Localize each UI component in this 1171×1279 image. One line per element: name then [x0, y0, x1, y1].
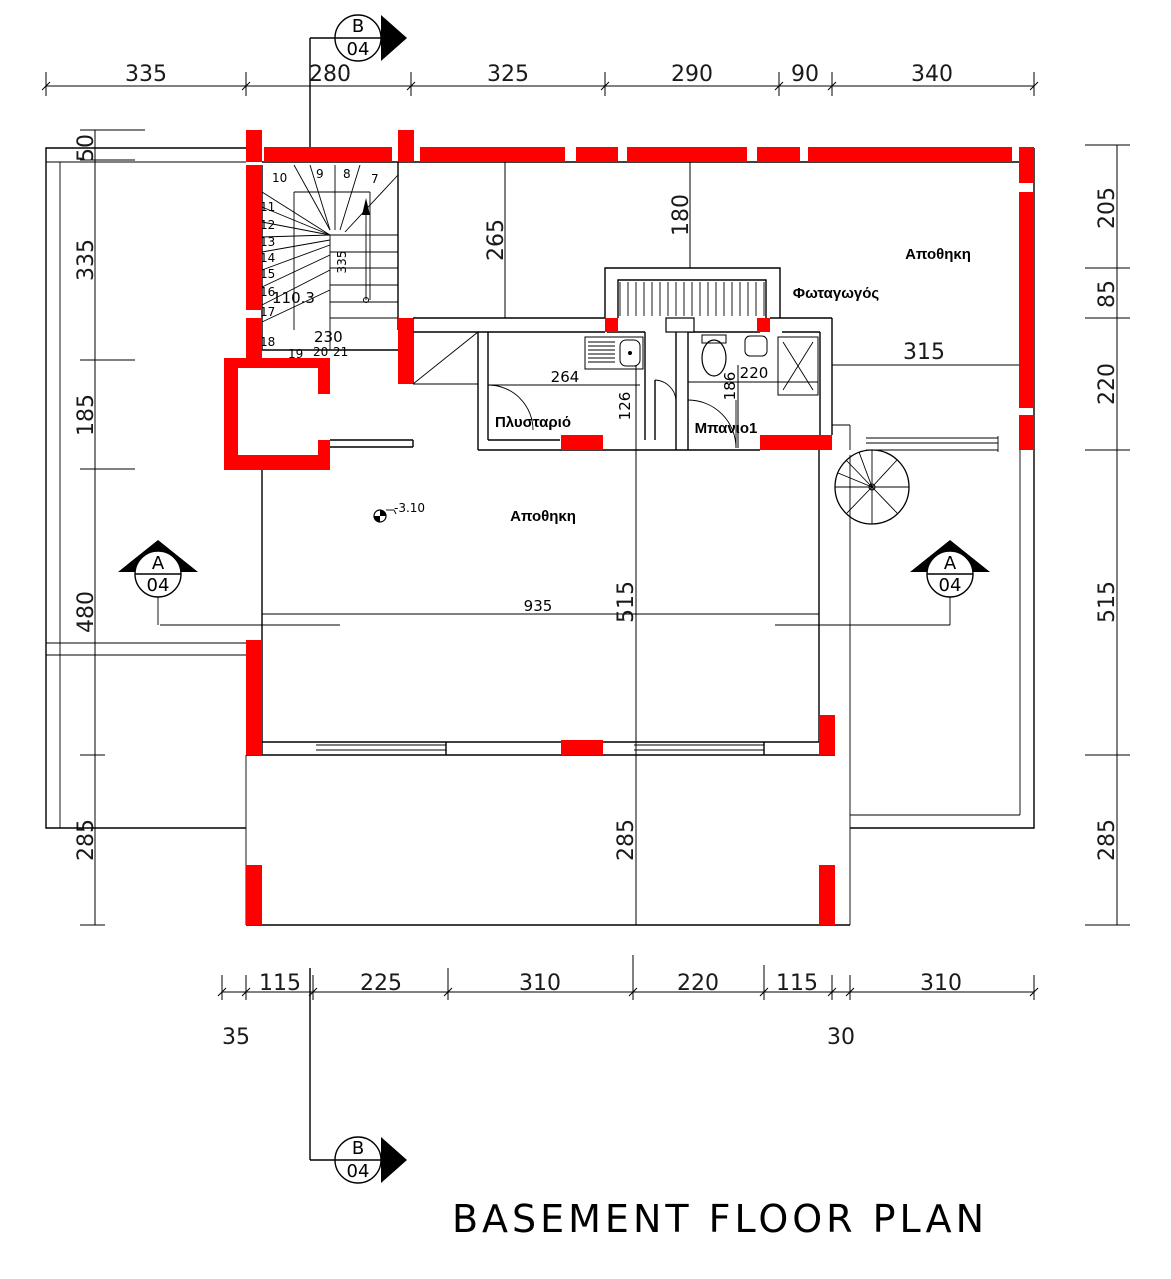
room-storage-top: Αποθηκη	[905, 246, 971, 263]
marker-b-top-sheet: 04	[347, 39, 370, 60]
door-swings	[487, 379, 737, 449]
right-dim-4: 515	[1095, 581, 1120, 623]
stair-num-19: 19	[288, 347, 303, 361]
top-dim-3: 325	[487, 62, 529, 87]
spiral-stair	[834, 449, 910, 525]
section-marker-a-right: A 04	[910, 540, 990, 625]
left-dimension-line: 50 335 185 480 285	[74, 129, 145, 926]
room-laundry: Πλυσταριό	[495, 414, 571, 431]
bottom-dim-6: 310	[920, 971, 962, 996]
walls	[224, 130, 1034, 925]
stair-dim-110: 110.3	[272, 289, 315, 307]
top-dim-2: 280	[309, 62, 351, 87]
stair-num-16: 16	[260, 285, 275, 299]
level-value: -3.10	[394, 501, 425, 515]
sink-drainboard	[588, 341, 615, 363]
bottom-dim-1: 115	[259, 971, 301, 996]
left-dim-2: 335	[74, 239, 99, 281]
right-dim-5: 285	[1095, 819, 1120, 861]
bottom-dim-2: 225	[360, 971, 402, 996]
stair-num-18: 18	[260, 335, 275, 349]
right-dim-2: 85	[1095, 280, 1120, 308]
toilet-icon	[701, 339, 727, 377]
top-dim-6: 340	[911, 62, 953, 87]
right-dim-3: 220	[1095, 363, 1120, 405]
marker-a-right-letter: A	[944, 553, 957, 574]
dim-264: 264	[551, 368, 580, 386]
washbasin-icon	[744, 335, 768, 357]
stair-num-9: 9	[316, 167, 324, 181]
marker-b-bottom-sheet: 04	[347, 1161, 370, 1182]
interior-dimensions: 265 180 315 264 126 186 220 935 515 285	[160, 162, 1020, 925]
section-marker-b-top: B 04	[309, 14, 407, 148]
bottom-dim-5: 115	[776, 971, 818, 996]
left-dim-3: 185	[74, 394, 99, 436]
bottom-sub-dim-2: 30	[827, 1025, 855, 1050]
stair-num-14: 14	[260, 251, 275, 265]
dim-315: 315	[903, 340, 945, 365]
room-bathroom: Μπανιο1	[695, 420, 758, 437]
top-dim-5: 90	[791, 62, 819, 87]
dim-126: 126	[616, 392, 634, 421]
marker-a-right-sheet: 04	[939, 575, 962, 596]
left-dim-4: 480	[74, 591, 99, 633]
shower-tray-icon	[777, 336, 819, 396]
room-labels: Αποθηκη Φωταγωγός Πλυσταριό Μπανιο1 Αποθ…	[495, 246, 971, 525]
dim-935: 935	[524, 597, 553, 615]
top-dim-1: 335	[125, 62, 167, 87]
dim-220: 220	[740, 364, 769, 382]
stair-num-15: 15	[260, 267, 275, 281]
room-lightwell: Φωταγωγός	[793, 285, 880, 302]
drawing-title: BASEMENT FLOOR PLAN	[452, 1197, 988, 1241]
marker-a-left-letter: A	[152, 553, 165, 574]
stair-num-11: 11	[260, 200, 275, 214]
stair-num-7: 7	[371, 172, 379, 186]
stair-num-20: 20	[313, 345, 328, 359]
stair-num-13: 13	[260, 235, 275, 249]
marker-a-left-sheet: 04	[147, 575, 170, 596]
marker-b-top-letter: B	[352, 16, 364, 37]
bottom-dimension-line: 115 225 310 220 115 310 35 30	[217, 955, 1039, 1050]
level-mark: -3.10	[373, 501, 425, 523]
room-storage-main: Αποθηκη	[510, 508, 576, 525]
stair-dim-335: 335	[335, 251, 349, 274]
stair-num-10: 10	[272, 171, 287, 185]
dim-265: 265	[484, 219, 509, 261]
top-dim-4: 290	[671, 62, 713, 87]
interior-lines	[246, 161, 1020, 756]
bottom-dim-3: 310	[519, 971, 561, 996]
dim-186: 186	[721, 372, 739, 401]
section-marker-b-bottom: B 04	[309, 968, 407, 1184]
bathroom-fixtures	[584, 334, 819, 396]
staircase: 10 9 8 7 11 12 13 14 15 16 17 18 19 20 2…	[260, 162, 399, 361]
right-dim-1: 205	[1095, 187, 1120, 229]
dim-285: 285	[614, 819, 639, 861]
lightwell-grate	[619, 282, 765, 316]
dim-515: 515	[614, 581, 639, 623]
terrace-outline	[45, 147, 1035, 926]
dim-180: 180	[669, 194, 694, 236]
stair-num-21: 21	[333, 345, 348, 359]
section-marker-a-left: A 04	[118, 540, 198, 625]
stair-num-17: 17	[260, 305, 275, 319]
right-dimension-line: 205 85 220 515 285	[1085, 144, 1130, 926]
stair-dim-230: 230	[314, 328, 343, 346]
stair-num-12: 12	[260, 218, 275, 232]
marker-b-bottom-letter: B	[352, 1138, 364, 1159]
left-dim-5: 285	[74, 819, 99, 861]
stair-num-8: 8	[343, 167, 351, 181]
bottom-sub-dim-1: 35	[222, 1025, 250, 1050]
top-dimension-line: 335 280 325 290 90 340	[41, 62, 1039, 96]
bottom-dim-4: 220	[677, 971, 719, 996]
